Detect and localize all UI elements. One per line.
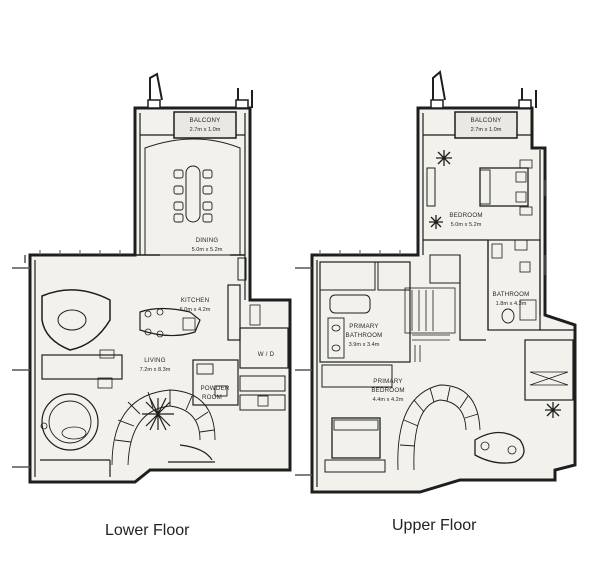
kitchen-label: KITCHEN: [181, 297, 210, 304]
upper-bathroom: [487, 239, 541, 331]
lower-plant-icon: [142, 397, 174, 431]
upper-balcony-dims: 2.7m x 1.0m: [471, 127, 502, 133]
upper-floor-area: [312, 108, 575, 492]
dining-label: DINING: [196, 237, 219, 244]
upper-outer-wall: [310, 106, 577, 494]
walk-in-closet: [404, 287, 456, 362]
wd-label: W / D: [258, 351, 275, 358]
primary-bedroom-bed: [331, 417, 381, 459]
kitchen-island: [139, 307, 201, 337]
upper-storage: [524, 339, 574, 401]
lower-floor-labels: BALCONY 2.7m x 1.0m DINING 5.0m x 5.2m K…: [140, 117, 275, 401]
kitchen-counter: [227, 284, 241, 341]
bathroom-label: BATHROOM: [493, 291, 530, 298]
dining-table: [185, 165, 201, 223]
upper-balcony: [454, 111, 518, 139]
primary-bedroom-label-line2: BEDROOM: [371, 387, 404, 394]
upper-floor-labels: BALCONY 2.7m x 1.0m BEDROOM 5.0m x 5.2m …: [346, 117, 530, 403]
primary-bathroom-label-line1: PRIMARY: [349, 323, 378, 330]
lower-balcony-label: BALCONY: [190, 117, 221, 124]
primary-bathroom-dims: 3.9m x 3.4m: [349, 342, 380, 348]
lower-floor-plan: [12, 72, 292, 484]
living-dims: 7.2m x 8.3m: [140, 367, 171, 373]
living-round-lounge: [41, 393, 99, 451]
living-sofa: [41, 289, 111, 351]
laundry-wd: [239, 327, 289, 369]
bedroom-plant-icon-2: [429, 215, 443, 229]
bedroom-plant-icon: [436, 150, 452, 166]
upper-spiral-stair: [397, 384, 481, 471]
upper-floor-plan: [295, 70, 577, 494]
powder-label-line1: POWDER: [200, 385, 229, 392]
upper-plant-icon: [545, 402, 561, 418]
kitchen-dims: 6.0m x 4.2m: [180, 307, 211, 313]
bathroom-dims: 1.8m x 4.3m: [496, 301, 527, 307]
living-label: LIVING: [144, 357, 166, 364]
lower-outer-wall: [28, 106, 292, 484]
primary-bedroom-dims: 4.4m x 4.2m: [373, 397, 404, 403]
upper-floor-caption: Upper Floor: [392, 517, 477, 534]
primary-bathroom-label-line2: BATHROOM: [346, 332, 383, 339]
lower-floor-caption: Lower Floor: [105, 522, 190, 539]
upper-balcony-label: BALCONY: [471, 117, 502, 124]
lower-floor-area: [30, 108, 290, 482]
bedroom-dims: 5.0m x 5.2m: [451, 222, 482, 228]
lower-balcony: [173, 111, 237, 139]
upper-curved-sofa: [474, 431, 525, 464]
primary-bedroom-label-line1: PRIMARY: [373, 378, 402, 385]
powder-room: [192, 359, 239, 406]
dining-dims: 5.0m x 5.2m: [192, 247, 223, 253]
dining-area: [144, 138, 241, 256]
powder-label-line2: ROOM: [202, 394, 222, 401]
lower-balcony-dims: 2.7m x 1.0m: [190, 127, 221, 133]
bedroom-label: BEDROOM: [449, 212, 482, 219]
